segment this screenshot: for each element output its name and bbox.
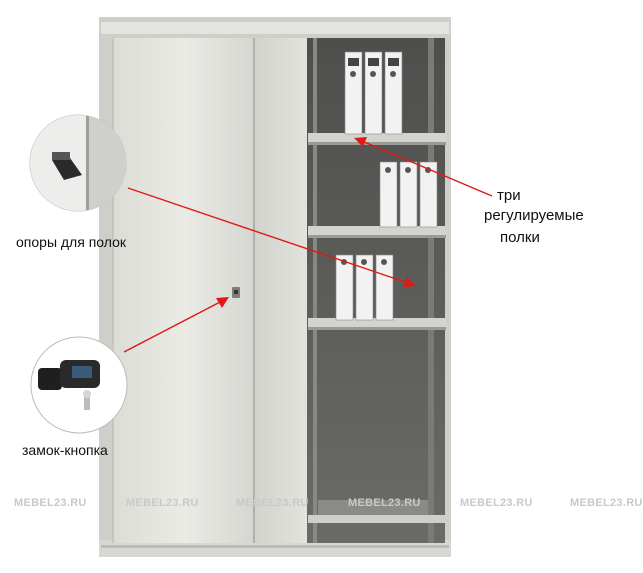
- arrow-head: [403, 277, 416, 287]
- sliding-doors: [112, 38, 307, 543]
- arrow: [123, 300, 223, 353]
- shelves-label-line1: три: [497, 187, 521, 204]
- arrow: [361, 140, 493, 197]
- watermark: MEBEL23.RU: [14, 497, 87, 509]
- watermark: MEBEL23.RU: [348, 497, 421, 509]
- binders: [335, 51, 438, 321]
- binders-middle: [379, 161, 438, 228]
- shelves-label-line3: полки: [500, 229, 540, 246]
- lock-button-label: замок-кнопка: [22, 442, 108, 458]
- watermark: MEBEL23.RU: [570, 497, 643, 509]
- arrow: [127, 187, 409, 284]
- watermark: MEBEL23.RU: [126, 497, 199, 509]
- lock-button-detail: [30, 336, 128, 434]
- binders-lower: [335, 254, 394, 321]
- door-lock: [232, 287, 240, 298]
- arrows: [123, 137, 493, 353]
- arrow-head: [354, 137, 367, 147]
- shelves-label-line2: регулируемые: [484, 207, 584, 224]
- shelf-supports-label: опоры для полок: [16, 234, 126, 250]
- cabinet-illustration: [29, 17, 493, 557]
- binders-top: [344, 51, 403, 135]
- watermark: MEBEL23.RU: [460, 497, 533, 509]
- arrow-head: [216, 297, 229, 308]
- shelves: [308, 133, 446, 523]
- watermark: MEBEL23.RU: [236, 497, 309, 509]
